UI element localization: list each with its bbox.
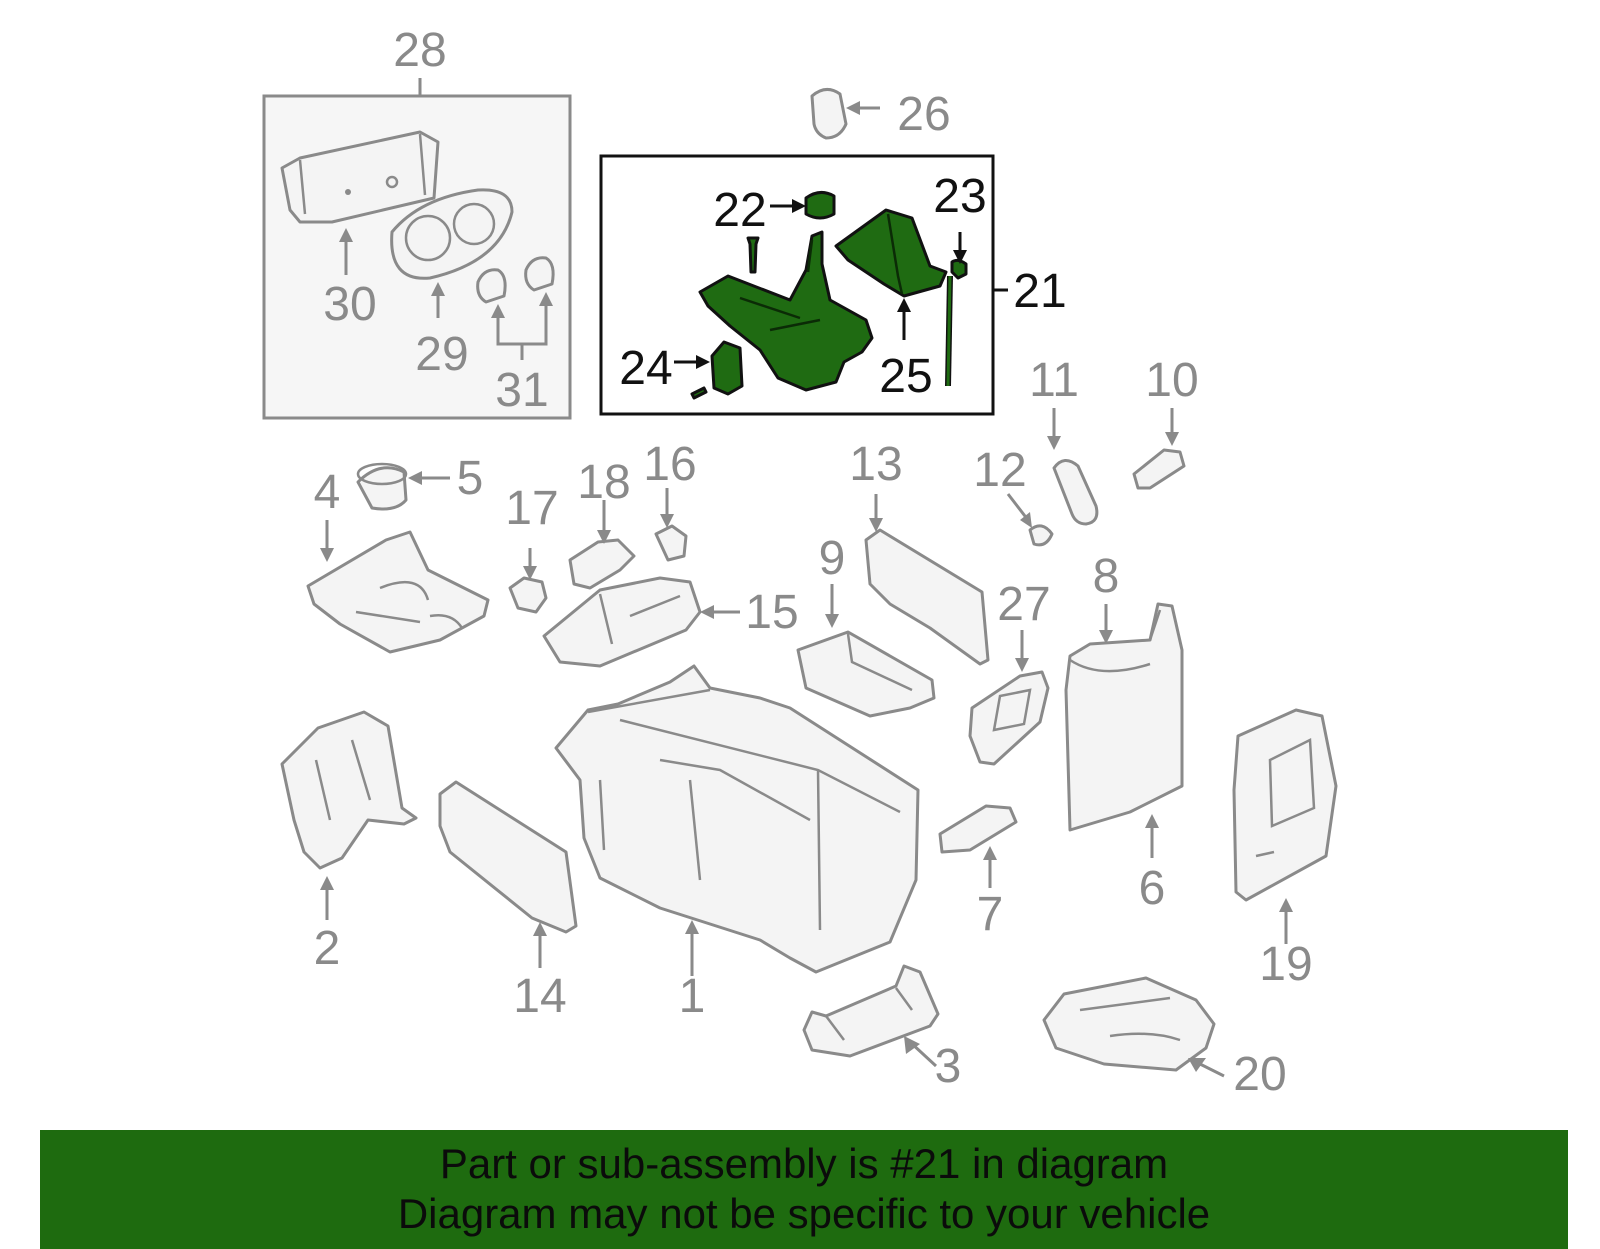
- part-23[interactable]: [950, 258, 968, 280]
- callout-4: 4: [314, 466, 341, 519]
- callout-28: 28: [393, 24, 446, 77]
- bolt: [746, 236, 760, 274]
- callout-2: 2: [314, 922, 341, 975]
- callout-21: 21: [1013, 265, 1066, 318]
- part-16[interactable]: [654, 524, 688, 562]
- callout-29: 29: [415, 328, 468, 381]
- part-20[interactable]: [1042, 976, 1216, 1072]
- callout-5: 5: [457, 452, 484, 505]
- callout-11: 11: [1029, 354, 1079, 407]
- callout-25: 25: [879, 350, 932, 403]
- callout-27: 27: [997, 578, 1050, 631]
- banner-line-1: Part or sub-assembly is #21 in diagram: [439, 1140, 1169, 1187]
- part-31-knob-b[interactable]: [524, 256, 555, 292]
- part-13[interactable]: [864, 528, 990, 666]
- callout-6: 6: [1139, 862, 1166, 915]
- callout-16: 16: [643, 438, 696, 491]
- callout-13: 13: [849, 438, 902, 491]
- part-25[interactable]: [834, 208, 948, 298]
- callout-26: 26: [897, 88, 950, 141]
- subassembly-box-21[interactable]: [599, 154, 1008, 416]
- callout-17: 17: [505, 482, 558, 535]
- callout-1: 1: [679, 970, 706, 1023]
- info-banner: Part or sub-assembly is #21 in diagram D…: [40, 1130, 1568, 1249]
- part-30[interactable]: [280, 130, 440, 224]
- part-24[interactable]: [710, 340, 744, 396]
- callout-24: 24: [619, 342, 672, 395]
- callout-15: 15: [745, 586, 798, 639]
- shifter-assembly[interactable]: [698, 230, 874, 392]
- callout-3: 3: [935, 1040, 962, 1093]
- part-27[interactable]: [968, 670, 1050, 766]
- part-31-knob-a[interactable]: [476, 268, 507, 304]
- part-29[interactable]: [390, 188, 514, 280]
- callout-10: 10: [1145, 354, 1198, 407]
- part-2[interactable]: [280, 710, 418, 870]
- callout-8: 8: [1093, 550, 1120, 603]
- parts-diagram: 28 30 29 31 26 22 23 21 24 25 11 10 13 1…: [262, 24, 1338, 1101]
- callout-9: 9: [819, 532, 846, 585]
- part-14[interactable]: [438, 780, 578, 934]
- part-9[interactable]: [796, 630, 936, 718]
- part-4[interactable]: [306, 530, 490, 654]
- part-19[interactable]: [1232, 708, 1338, 902]
- subassembly-box-28: [262, 78, 572, 420]
- callout-30: 30: [323, 278, 376, 331]
- small-screw: [690, 386, 708, 400]
- callout-7: 7: [977, 888, 1004, 941]
- callout-14: 14: [513, 970, 566, 1023]
- callout-12: 12: [973, 444, 1026, 497]
- callout-31: 31: [495, 364, 548, 417]
- part-5[interactable]: [356, 466, 408, 511]
- part-1-console[interactable]: [554, 664, 920, 974]
- part-17[interactable]: [508, 576, 548, 614]
- part-26[interactable]: [810, 88, 848, 140]
- part-3[interactable]: [802, 964, 940, 1058]
- callout-22: 22: [713, 184, 766, 237]
- banner-line-2: Diagram may not be specific to your vehi…: [397, 1190, 1211, 1237]
- part-7[interactable]: [938, 804, 1018, 854]
- part-10[interactable]: [1132, 448, 1186, 490]
- part-11[interactable]: [1052, 459, 1099, 526]
- part-15[interactable]: [542, 576, 702, 668]
- callout-20: 20: [1233, 1048, 1286, 1101]
- part-22[interactable]: [804, 191, 836, 220]
- part-18[interactable]: [568, 538, 636, 590]
- callout-23: 23: [933, 170, 986, 223]
- callout-18: 18: [577, 456, 630, 509]
- part-8-6-armrest[interactable]: [1064, 602, 1184, 832]
- callout-19: 19: [1259, 938, 1312, 991]
- part-12[interactable]: [1028, 524, 1054, 547]
